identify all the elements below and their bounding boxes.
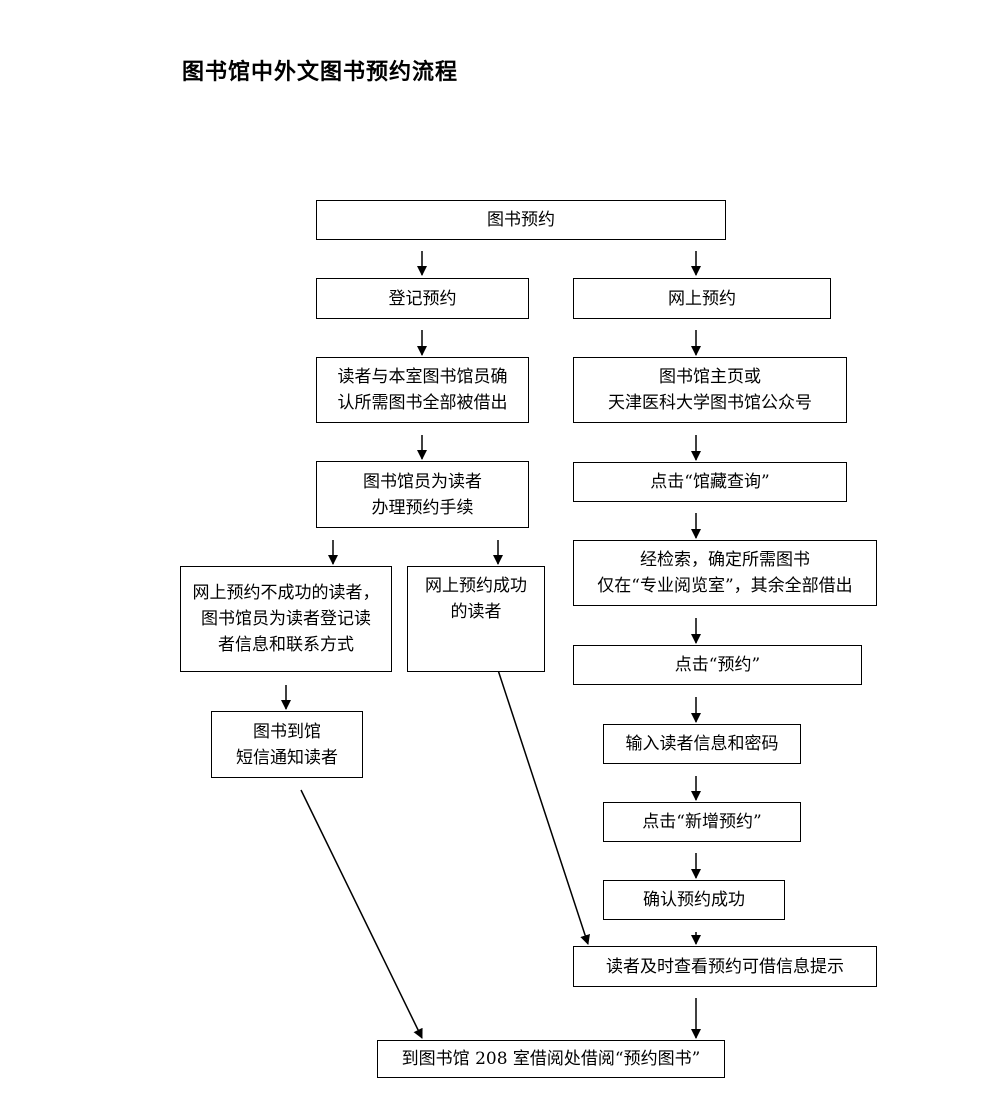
node-click-reserve: 点击“预约”	[573, 645, 862, 685]
node-check-info: 读者及时查看预约可借信息提示	[573, 946, 877, 987]
node-homepage: 图书馆主页或 天津医科大学图书馆公众号	[573, 357, 847, 423]
node-book-arrive: 图书到馆 短信通知读者	[211, 711, 363, 778]
node-start: 图书预约	[316, 200, 726, 240]
node-online-fail: 网上预约不成功的读者， 图书馆员为读者登记读 者信息和联系方式	[180, 566, 392, 672]
arrow-success-check	[497, 669, 590, 945]
page-title: 图书馆中外文图书预约流程	[182, 60, 459, 85]
node-procedure: 图书馆员为读者 办理预约手续	[316, 461, 529, 528]
node-confirm-borrowed: 读者与本室图书馆员确 认所需图书全部被借出	[316, 357, 529, 423]
node-online: 网上预约	[573, 278, 831, 319]
node-register: 登记预约	[316, 278, 529, 319]
arrow-arrive-final	[300, 789, 423, 1039]
node-confirm-success: 确认预约成功	[603, 880, 785, 920]
node-online-success: 网上预约成功 的读者	[407, 566, 545, 672]
node-retrieve: 经检索，确定所需图书 仅在“专业阅览室”，其余全部借出	[573, 540, 877, 606]
node-input-info: 输入读者信息和密码	[603, 724, 801, 764]
node-click-search: 点击“馆藏查询”	[573, 462, 847, 502]
node-click-new: 点击“新增预约”	[603, 802, 801, 842]
node-final: 到图书馆 208 室借阅处借阅“预约图书”	[377, 1040, 725, 1078]
